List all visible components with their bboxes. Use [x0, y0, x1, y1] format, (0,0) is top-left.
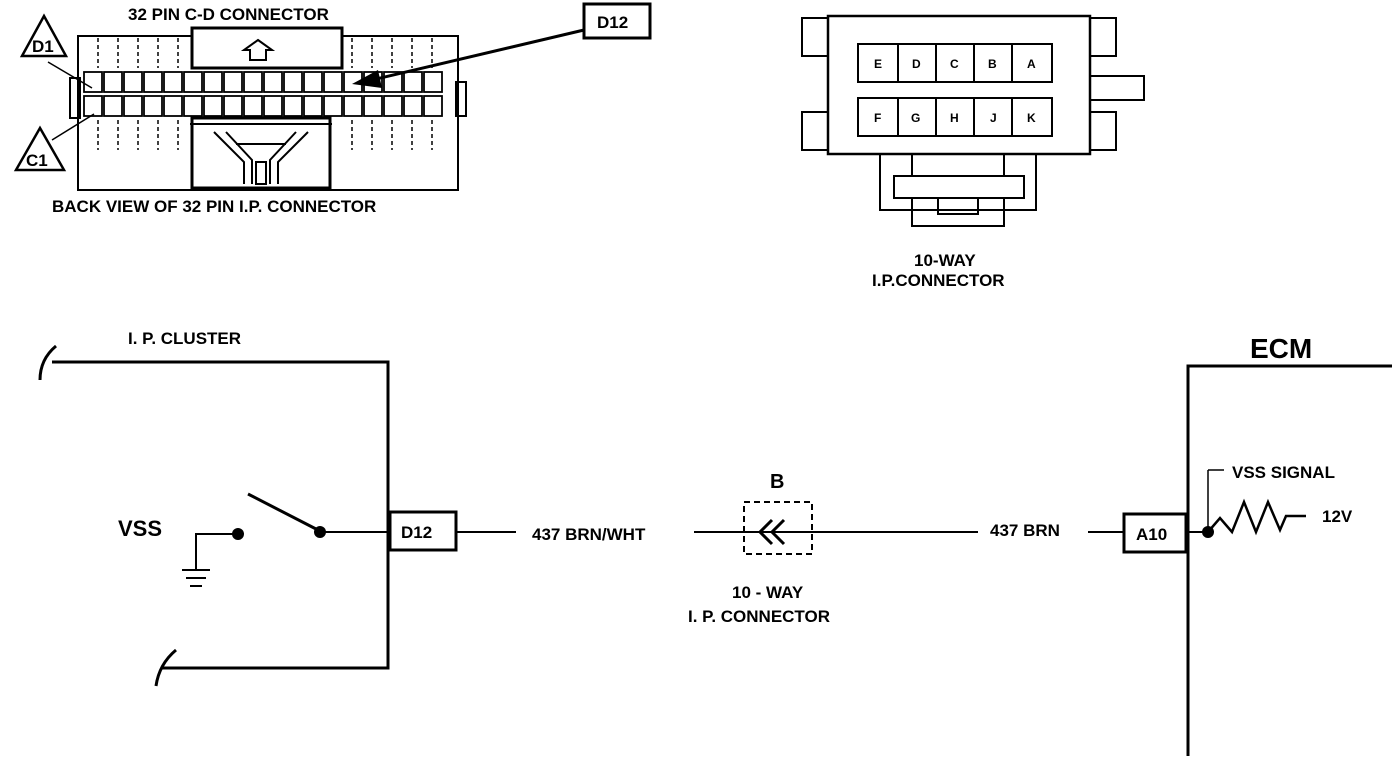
pin-k: K [1027, 111, 1036, 125]
pin-f: F [874, 111, 881, 125]
pin32-cavity-lines-top [97, 38, 433, 68]
pin32-title: 32 PIN C-D CONNECTOR [128, 5, 329, 24]
pin-d: D [912, 57, 921, 71]
ip-cluster-label: I. P. CLUSTER [128, 329, 241, 348]
pin32-right-latch [455, 81, 467, 117]
pin32-connector-view: 32 PIN C-D CONNECTOR [13, 2, 652, 216]
callout-d1-triangle [19, 13, 69, 58]
pin-g: G [911, 111, 920, 125]
vss-label: VSS [118, 516, 162, 541]
tenway-caption-2: I.P.CONNECTOR [872, 271, 1005, 290]
switch-contact-left [232, 528, 244, 540]
pin-j: J [990, 111, 997, 125]
cluster-break-bottom [154, 648, 177, 687]
inline-connector-caption-1: 10 - WAY [732, 583, 804, 602]
tenway-housing [826, 14, 1092, 156]
inline-connector-box [743, 501, 813, 555]
up-arrow-icon [240, 38, 276, 61]
vss-signal-label: VSS SIGNAL [1232, 463, 1335, 482]
tenway-lock [879, 154, 1037, 227]
cluster-break-top [38, 344, 57, 381]
pin32-caption: BACK VIEW OF 32 PIN I.P. CONNECTOR [52, 197, 376, 216]
ip-cluster-outline [52, 360, 390, 670]
callout-d12-box [582, 2, 652, 40]
inline-connector-caption-2: I. P. CONNECTOR [688, 607, 830, 626]
pin32-cavity-lines-bottom [97, 120, 433, 150]
pin-h: H [950, 111, 959, 125]
pin-b: B [988, 57, 997, 71]
wire-right-label: 437 BRN [990, 521, 1060, 540]
a10-terminal-label: A10 [1136, 525, 1167, 544]
d12-terminal-label: D12 [401, 523, 432, 542]
connector-pin-label: B [770, 471, 784, 493]
callout-d12-arrowhead [352, 70, 382, 88]
vss-circuit-schematic: I. P. CLUSTER VSS D12 437 BRN/WHT B 10 -… [38, 329, 1392, 756]
callout-d12-label: D12 [597, 13, 628, 32]
double-chevron-icon [757, 518, 786, 546]
callout-c1-label: C1 [26, 151, 48, 170]
callout-d1-label: D1 [32, 37, 54, 56]
pin-e: E [874, 57, 882, 71]
wire-left-label: 437 BRN/WHT [532, 525, 646, 544]
switch-arm [247, 492, 319, 532]
tenway-connector-view: E D C B A F G H J K 10-WAY I.P.CONNECTOR [801, 14, 1145, 290]
pin32-key-shape [213, 131, 309, 185]
supply-voltage-label: 12V [1322, 507, 1353, 526]
tenway-caption-1: 10-WAY [914, 251, 976, 270]
pullup-resistor [1207, 498, 1306, 536]
d12-terminal [388, 510, 458, 552]
ecm-outline [1186, 364, 1392, 756]
pin32-bottom-tab [190, 116, 332, 190]
pin32-pin-row-c [83, 95, 443, 117]
callout-c1-triangle [13, 125, 67, 172]
pin32-top-tab [190, 26, 344, 70]
pin-c: C [950, 57, 959, 71]
ecm-label: ECM [1250, 333, 1312, 364]
tenway-side-tab [1089, 75, 1145, 101]
a10-terminal [1122, 512, 1188, 554]
ground-icon [182, 569, 210, 587]
pin-a: A [1027, 57, 1036, 71]
